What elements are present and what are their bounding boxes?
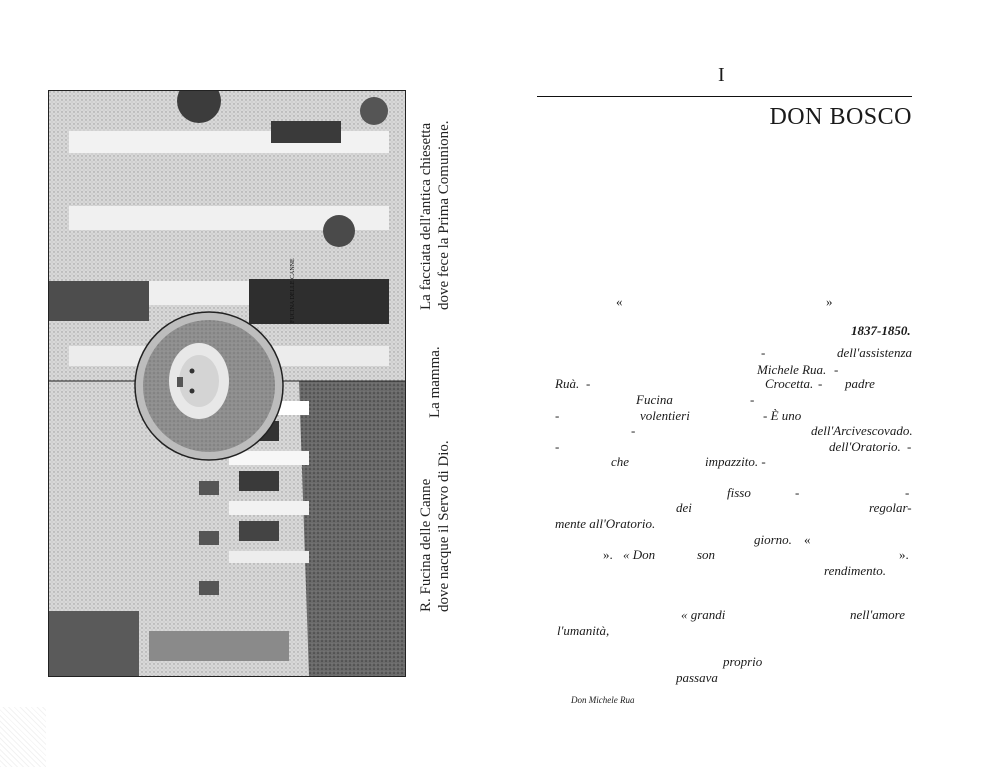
text-fragment: « Don: [623, 547, 656, 562]
caption-mother: La mamma.: [427, 346, 443, 418]
caption-church-line2: dove fece la Prima Comunione.: [436, 120, 452, 310]
text-fragment: -: [631, 423, 636, 438]
text-fragment: dell'Arcivescovado.: [811, 423, 913, 438]
text-fragment: -: [750, 392, 755, 407]
text-fragment: dell'Oratorio.: [829, 439, 901, 454]
photo-plate: FUCINA DELLE CANNE: [48, 90, 406, 677]
text-fragment: giorno.: [754, 532, 792, 547]
text-fragment: regolar-: [869, 500, 912, 515]
text-fragment: fisso: [727, 485, 751, 500]
text-fragment: « grandi: [681, 607, 726, 622]
caption-fucina-line2: dove nacque il Servo di Dio.: [436, 440, 452, 612]
text-fragment: l'umanità,: [557, 623, 610, 638]
quote-open: «: [616, 294, 623, 309]
text-fragment: dell'assistenza: [837, 345, 913, 360]
fucina-sign-text: FUCINA DELLE CANNE: [290, 258, 296, 323]
text-fragment: -: [761, 345, 766, 360]
text-fragment: rendimento.: [824, 563, 886, 578]
text-fragment: -: [818, 376, 823, 391]
text-fragment: -: [555, 408, 560, 423]
plate-photograph: FUCINA DELLE CANNE: [49, 91, 405, 676]
chapter-title: DON BOSCO: [769, 104, 912, 130]
text-fragment: Ruà.: [555, 376, 580, 391]
quote-close: »: [826, 294, 833, 309]
text-fragment: son: [697, 547, 716, 562]
dates-heading: 1837-1850.: [851, 323, 911, 338]
text-fragment: impazzito. -: [705, 454, 766, 469]
text-fragment: «: [804, 532, 811, 547]
text-fragment: -: [795, 485, 800, 500]
text-fragment: nell'amore: [850, 607, 906, 622]
text-fragment: - È uno: [763, 408, 802, 423]
page-footer-note: Don Michele Rua: [571, 695, 635, 705]
text-fragment: mente all'Oratorio.: [555, 516, 656, 531]
text-fragment: volentieri: [640, 408, 690, 423]
header-rule: [537, 96, 912, 97]
text-fragment: proprio: [723, 654, 763, 669]
scan-noise: [0, 707, 46, 767]
text-fragment: ».: [603, 547, 613, 562]
text-fragment: -: [586, 376, 591, 391]
text-fragment: Crocetta.: [765, 376, 814, 391]
text-fragment: passava: [676, 670, 718, 685]
text-fragment: dei: [676, 500, 692, 515]
text-fragment: -: [907, 439, 912, 454]
text-fragment: padre: [845, 376, 875, 391]
caption-fucina-line1: R. Fucina delle Canne: [418, 478, 434, 612]
text-fragment: che: [611, 454, 630, 469]
text-fragment: -: [905, 485, 910, 500]
text-fragment: -: [555, 439, 560, 454]
text-fragment: -: [834, 362, 839, 377]
text-fragment: Fucina: [636, 392, 673, 407]
chapter-number: I: [718, 64, 725, 86]
caption-church-line1: La facciata dell'antica chiesetta: [418, 122, 434, 310]
text-fragment: ».: [899, 547, 909, 562]
mother-portrait-medallion: [134, 311, 284, 461]
text-fragment: Michele Rua.: [757, 362, 827, 377]
